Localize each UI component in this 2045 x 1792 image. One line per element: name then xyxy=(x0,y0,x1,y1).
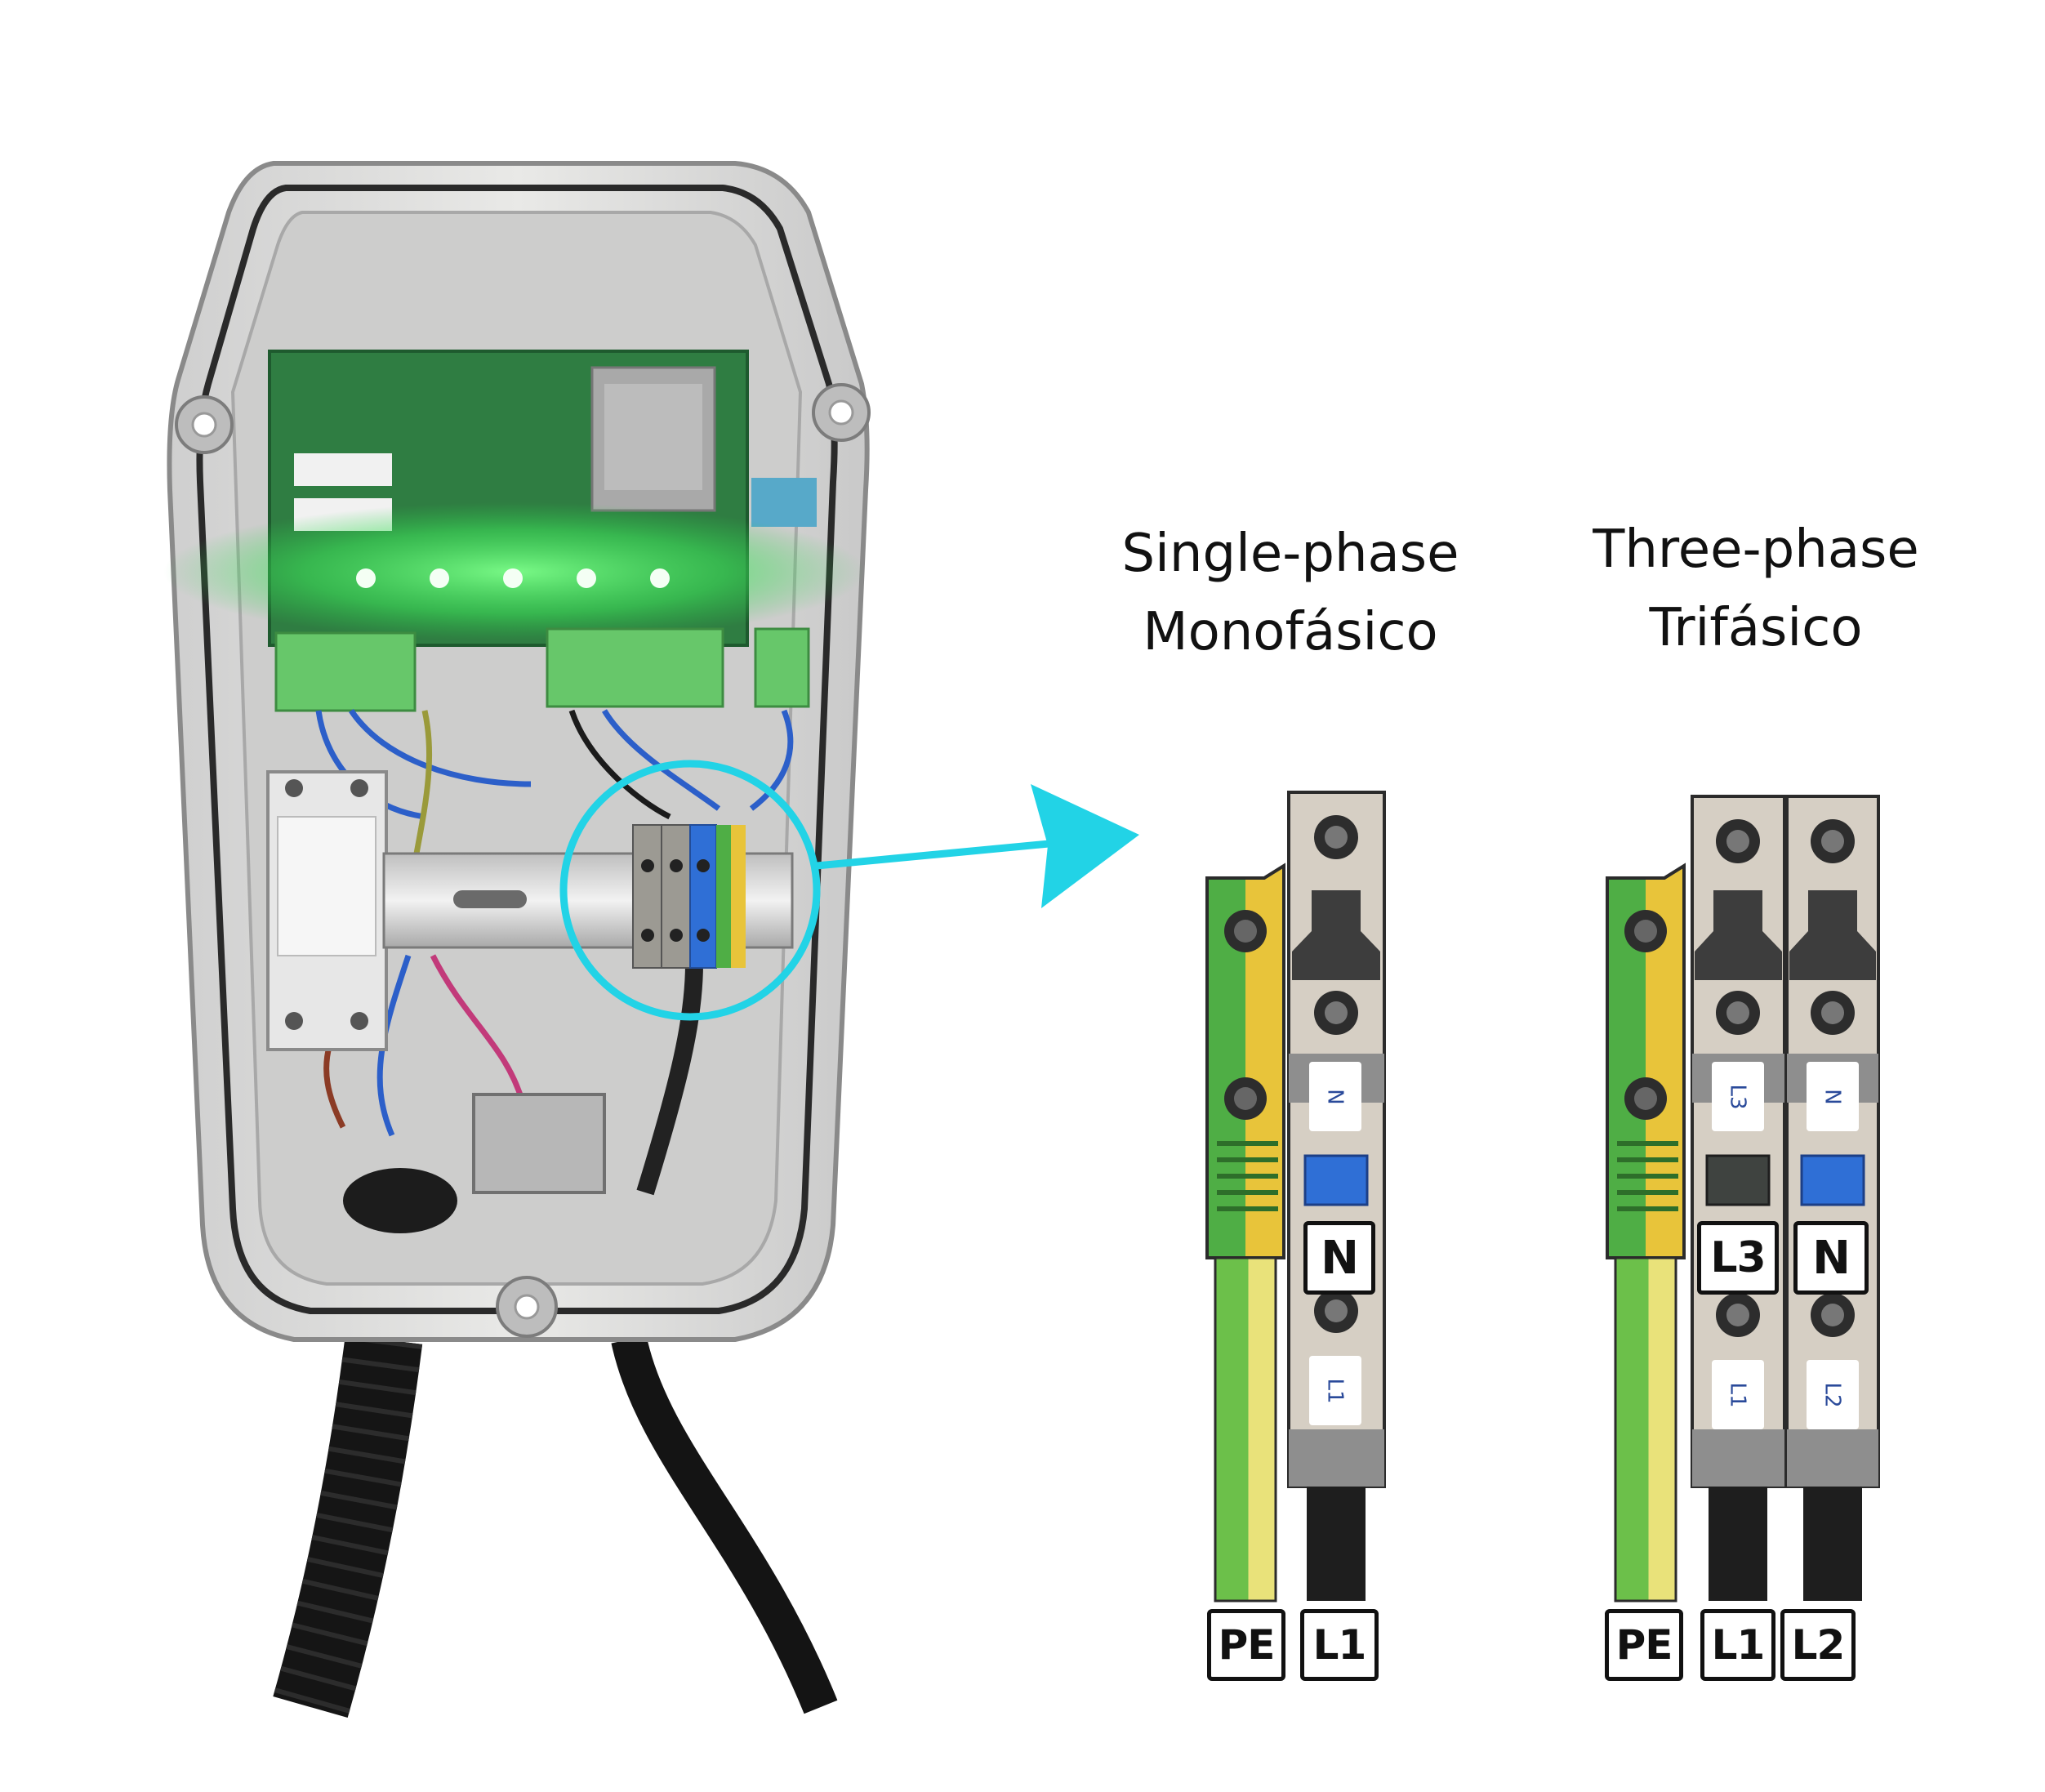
single-phase-terminals xyxy=(1205,791,1386,1603)
board-terminal-block xyxy=(546,627,724,708)
pointer-arrow-head xyxy=(1031,784,1139,908)
terminal-label-l2: L2 xyxy=(1780,1609,1856,1681)
led xyxy=(577,568,596,588)
single-phase-title-es: Monofásico xyxy=(1143,602,1438,662)
neutral-clip xyxy=(1800,1154,1865,1206)
led xyxy=(503,568,523,588)
terminal-label-pe: PE xyxy=(1207,1609,1285,1681)
strip-label-l1: L1 xyxy=(1712,1360,1764,1429)
rail-terminals xyxy=(632,824,746,969)
power-cable xyxy=(273,1335,423,1718)
terminal-label-l3: L3 xyxy=(1697,1221,1779,1295)
status-leds xyxy=(356,568,670,588)
led xyxy=(650,568,670,588)
strip-label-l1: L1 xyxy=(1309,1356,1361,1425)
terminal-label-n: N xyxy=(1793,1221,1869,1295)
single-phase-heading: Single-phase Monofásico xyxy=(1086,515,1495,671)
neutral-clip xyxy=(1303,1154,1369,1206)
led xyxy=(430,568,449,588)
led xyxy=(356,568,376,588)
terminal-label-pe: PE xyxy=(1605,1609,1683,1681)
board-terminal-block xyxy=(754,627,810,708)
three-phase-heading: Three-phase Trifásico xyxy=(1552,510,1960,667)
strip-label-l2: L2 xyxy=(1807,1360,1859,1429)
three-phase-title-en: Three-phase xyxy=(1593,519,1919,580)
pointer-arrow-shaft xyxy=(816,839,1058,870)
charging-cable xyxy=(611,1335,838,1714)
board-terminal-block xyxy=(274,631,417,712)
terminal-label-l1: L1 xyxy=(1700,1609,1775,1681)
highlight-circle xyxy=(559,760,821,1021)
strip-label-l3: L3 xyxy=(1712,1062,1764,1131)
strip-label-n: N xyxy=(1807,1062,1859,1131)
three-phase-title-es: Trifásico xyxy=(1649,598,1863,658)
cable-gland xyxy=(472,1093,606,1194)
wallbox-photo xyxy=(163,161,871,1718)
single-phase-title-en: Single-phase xyxy=(1121,524,1459,584)
three-phase-terminals xyxy=(1606,795,1880,1603)
terminal-label-l1: L1 xyxy=(1300,1609,1379,1681)
terminal-label-n: N xyxy=(1303,1221,1375,1295)
strip-label-n: N xyxy=(1309,1062,1361,1131)
